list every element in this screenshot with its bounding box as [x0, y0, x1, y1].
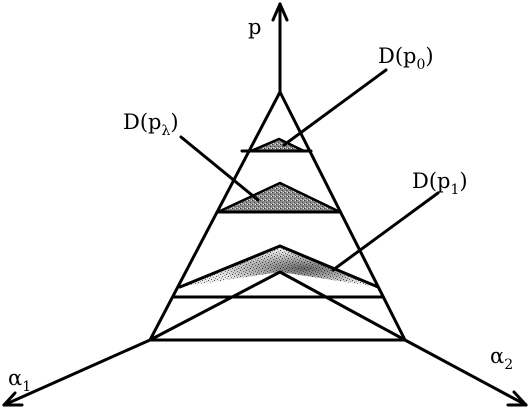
p-axis-label: p: [248, 15, 261, 39]
label-d-plambda: D(pλ): [123, 110, 179, 139]
label-d-p0: D(p0): [378, 44, 434, 73]
alpha1-axis: [2, 338, 152, 407]
pyramid-right-edge: [278, 90, 407, 342]
label-d-p1: D(p1): [412, 169, 468, 198]
region-d-p1-bottom-edge: [148, 270, 407, 342]
leader-d-p0: [282, 68, 388, 147]
pyramid-left-edge: [148, 90, 282, 342]
alpha1-axis-label: α1: [8, 366, 31, 395]
leader-d-p1: [331, 191, 440, 272]
region-d-p1-top-edge: [178, 244, 380, 289]
alpha2-axis: [403, 338, 528, 407]
leader-d-plambda: [179, 135, 260, 202]
alpha2-axis-label: α2: [490, 344, 513, 373]
region-d-p0: [250, 137, 305, 153]
region-d-plambda: [217, 181, 341, 214]
p-axis-arrowhead: [271, 2, 282, 22]
